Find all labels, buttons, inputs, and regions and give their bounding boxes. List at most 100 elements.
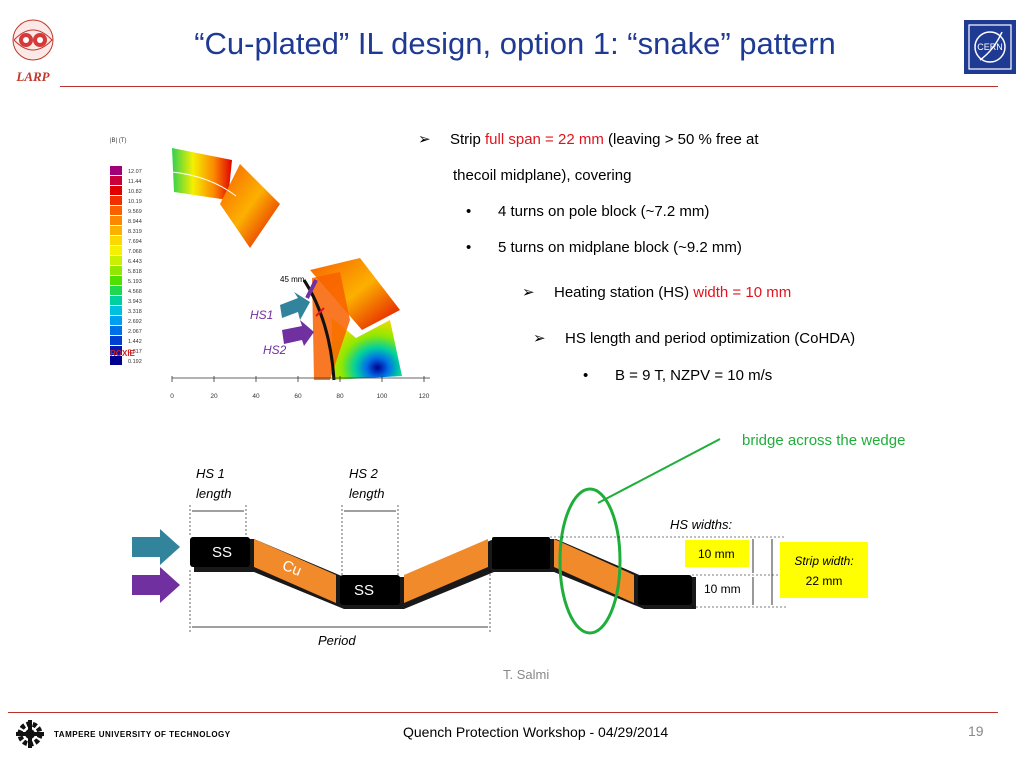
credit: T. Salmi: [503, 667, 550, 682]
university-name: TAMPERE UNIVERSITY OF TECHNOLOGY: [54, 729, 231, 739]
legend-swatch: [110, 226, 122, 235]
b1-pre: Strip: [450, 131, 486, 148]
legend-value: 12.07: [128, 169, 142, 175]
legend-header: |B| (T): [110, 138, 126, 144]
b1-post: (leaving > 50 % free at: [603, 131, 759, 148]
legend-swatch: [110, 186, 122, 195]
legend-swatch: [110, 256, 122, 265]
cern-text: CERN: [977, 42, 1003, 52]
ss-label-1: SS: [212, 544, 232, 561]
bullet-1a: • 4 turns on pole block (~7.2 mm): [466, 202, 709, 222]
dot-bullet-icon: •: [466, 203, 472, 220]
legend-value: 10.19: [128, 199, 142, 205]
arrow-bullet-icon: ➢: [522, 284, 535, 301]
upper-aperture-arc: [171, 171, 237, 197]
hs1-length-l2: length: [196, 486, 231, 501]
legend-value: 5.818: [128, 269, 142, 275]
legend-value: 8.319: [128, 229, 142, 235]
footer-rule: [8, 712, 998, 713]
cu-segment-2: [404, 539, 488, 603]
legend-swatch: [110, 326, 122, 335]
strip-line: [302, 279, 336, 381]
hs2-arrow-icon: [282, 320, 314, 346]
x-tick-label: 80: [336, 393, 344, 400]
w1-box: [685, 540, 749, 567]
legend-swatch: [110, 316, 122, 325]
legend-swatch: [110, 176, 122, 185]
dot-bullet-icon: •: [583, 367, 589, 384]
legend-swatch: [110, 346, 122, 355]
ss-label-2: SS: [354, 582, 374, 599]
legend-value: 4.568: [128, 289, 142, 295]
legend-value: 5.193: [128, 279, 142, 285]
legend-value: 3.318: [128, 309, 142, 315]
legend-swatch: [110, 246, 122, 255]
legend-value: 10.82: [128, 189, 142, 195]
cern-emblem-icon: CERN: [968, 24, 1012, 70]
cu-segment-1: [254, 539, 336, 603]
legend-value: 8.944: [128, 219, 142, 225]
legend: 12.0711.4410.8210.199.5698.9448.3197.694…: [110, 166, 142, 365]
b2-red: width = 10 mm: [693, 284, 792, 301]
strip-width-l1: Strip width:: [794, 554, 853, 568]
legend-value: 3.943: [128, 299, 142, 305]
legend-value: 11.44: [128, 179, 141, 185]
roxie-label: ROXIE: [110, 349, 136, 358]
bullet-3: ➢HS length and period optimization (CoHD…: [533, 329, 855, 349]
lower-coil-block-3: [312, 272, 350, 380]
hs1-arrow-icon: [132, 529, 180, 565]
legend-value: 2.692: [128, 319, 142, 325]
ss-block-4: [638, 575, 692, 605]
legend-value: 7.694: [128, 239, 142, 245]
legend-value: 0.192: [128, 359, 142, 365]
strip-purple-segment: [305, 279, 318, 299]
larp-emblem-icon: [12, 19, 54, 61]
x-tick-label: 0: [170, 393, 174, 400]
tut-logo: TAMPERE UNIVERSITY OF TECHNOLOGY: [14, 718, 231, 750]
larp-text: LARP: [16, 69, 50, 84]
bullet-3a: • B = 9 T, NZPV = 10 m/s: [583, 366, 772, 386]
bullet-1b: • 5 turns on midplane block (~9.2 mm): [466, 238, 742, 258]
legend-swatch: [110, 286, 122, 295]
b1-red: full span = 22 mm: [485, 131, 604, 148]
hs2-length-l2: length: [349, 486, 384, 501]
field-map-svg: |B| (T) 12.0711.4410.8210.199.5698.9448.…: [110, 138, 430, 400]
b3a-text: B = 9 T, NZPV = 10 m/s: [615, 367, 773, 384]
upper-coil-block-1: [172, 148, 232, 200]
dim-label: 45 mm: [280, 275, 305, 284]
x-tick-label: 100: [377, 393, 388, 400]
legend-swatch: [110, 336, 122, 345]
cern-logo: CERN: [964, 20, 1016, 74]
period-label: Period: [318, 633, 356, 648]
legend-swatch: [110, 296, 122, 305]
cu-label: Cu: [280, 557, 304, 580]
lower-coil-block-2: [332, 318, 402, 380]
hs1-arrow-icon: [280, 292, 310, 320]
legend-swatch: [110, 196, 122, 205]
legend-swatch: [110, 216, 122, 225]
ss-block-1: [190, 537, 250, 567]
legend-swatch: [110, 236, 122, 245]
bridge-ellipse: [558, 487, 622, 635]
larp-logo: LARP: [8, 18, 58, 84]
legend-value: 7.068: [128, 249, 142, 255]
cu-segment-3: [554, 539, 634, 603]
snake-diagram-svg: bridge across the wedge HS 1 length HS 2…: [132, 432, 905, 648]
workshop-footer: Quench Protection Workshop - 04/29/2014: [403, 724, 669, 740]
gear-icon: [16, 720, 44, 748]
hs1-label: HS1: [250, 308, 273, 322]
page-title: “Cu-plated” IL design, option 1: “snake”…: [194, 26, 836, 61]
legend-swatch: [110, 266, 122, 275]
x-tick-label: 20: [210, 393, 218, 400]
legend-value: 2.067: [128, 329, 142, 335]
b1b-text: 5 turns on midplane block (~9.2 mm): [498, 239, 742, 256]
dot-bullet-icon: •: [466, 239, 472, 256]
hs2-arrow-icon: [132, 567, 180, 603]
b1a-text: 4 turns on pole block (~7.2 mm): [498, 203, 710, 220]
arrow-bullet-icon: ➢: [533, 330, 546, 347]
legend-swatch: [110, 206, 122, 215]
hs2-label: HS2: [263, 343, 287, 357]
legend-swatch: [110, 276, 122, 285]
bullet-1: ➢Strip full span = 22 mm (leaving > 50 %…: [418, 130, 759, 150]
